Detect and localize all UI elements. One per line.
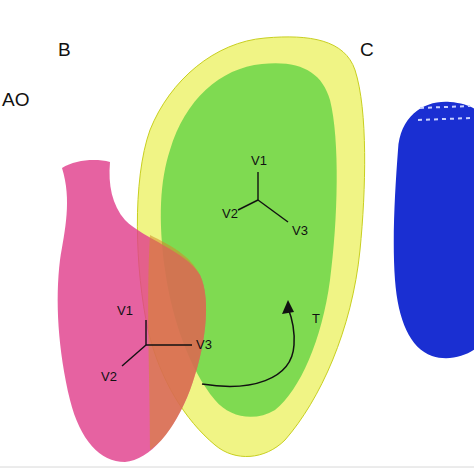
rotation-arrow <box>202 308 294 386</box>
left-chamber <box>58 160 206 462</box>
axis-label: V2 <box>101 370 117 383</box>
mesh-highlight <box>418 106 472 120</box>
panel-letter: B <box>58 40 71 59</box>
lower-axes <box>122 320 192 366</box>
axis-label: V3 <box>196 338 212 351</box>
rotation-label: T <box>312 312 320 325</box>
panel-letter: AO <box>2 90 29 109</box>
outer-surface <box>137 37 364 457</box>
frame-line <box>0 467 474 468</box>
panel-letter: C <box>360 40 374 59</box>
axis-label: V1 <box>251 154 267 167</box>
upper-axes <box>238 172 288 222</box>
arrow-head <box>282 300 294 314</box>
blue-surface <box>394 102 474 358</box>
axis-label: V1 <box>117 304 133 317</box>
axis-label: V3 <box>292 224 308 237</box>
axis-label: V2 <box>222 207 238 220</box>
